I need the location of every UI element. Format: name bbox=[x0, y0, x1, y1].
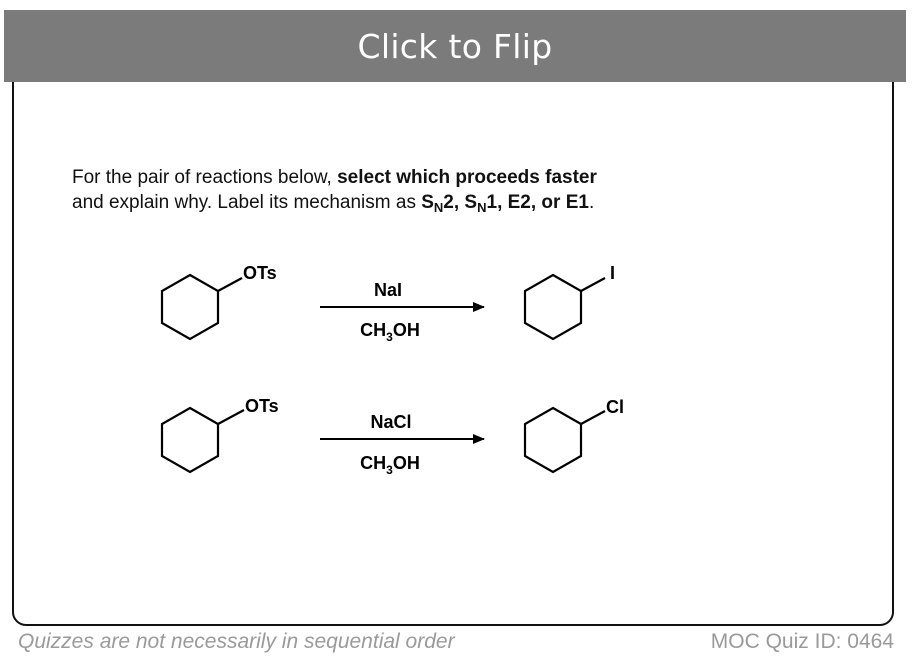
sn2-subscript: N bbox=[433, 200, 444, 215]
mechanism-options: SN2, SN1, E2, or E1 bbox=[421, 192, 589, 215]
quiz-card bbox=[12, 14, 894, 626]
question-period: . bbox=[588, 192, 595, 213]
sn1-rest: 1, bbox=[486, 192, 508, 213]
question-text: For the pair of reactions below, select … bbox=[72, 165, 832, 215]
question-line1-plain: For the pair of reactions below, bbox=[72, 167, 338, 188]
question-line-1: For the pair of reactions below, select … bbox=[72, 165, 832, 190]
question-line2-plain: and explain why. Label its mechanism as bbox=[72, 192, 422, 213]
sn1-s: S bbox=[464, 192, 478, 213]
sn2-s: S bbox=[421, 192, 434, 213]
question-line-2: and explain why. Label its mechanism as … bbox=[72, 190, 832, 215]
footer-note: Quizzes are not necessarily in sequentia… bbox=[18, 630, 455, 653]
e-options: E2, or E1 bbox=[507, 192, 589, 213]
flip-card-label: Click to Flip bbox=[357, 26, 553, 66]
quiz-id: MOC Quiz ID: 0464 bbox=[710, 630, 894, 653]
flip-card-button[interactable]: Click to Flip bbox=[4, 10, 906, 82]
sn2-rest: 2, bbox=[443, 192, 465, 213]
sn1-subscript: N bbox=[477, 200, 487, 215]
question-line1-bold: select which proceeds faster bbox=[337, 167, 597, 188]
